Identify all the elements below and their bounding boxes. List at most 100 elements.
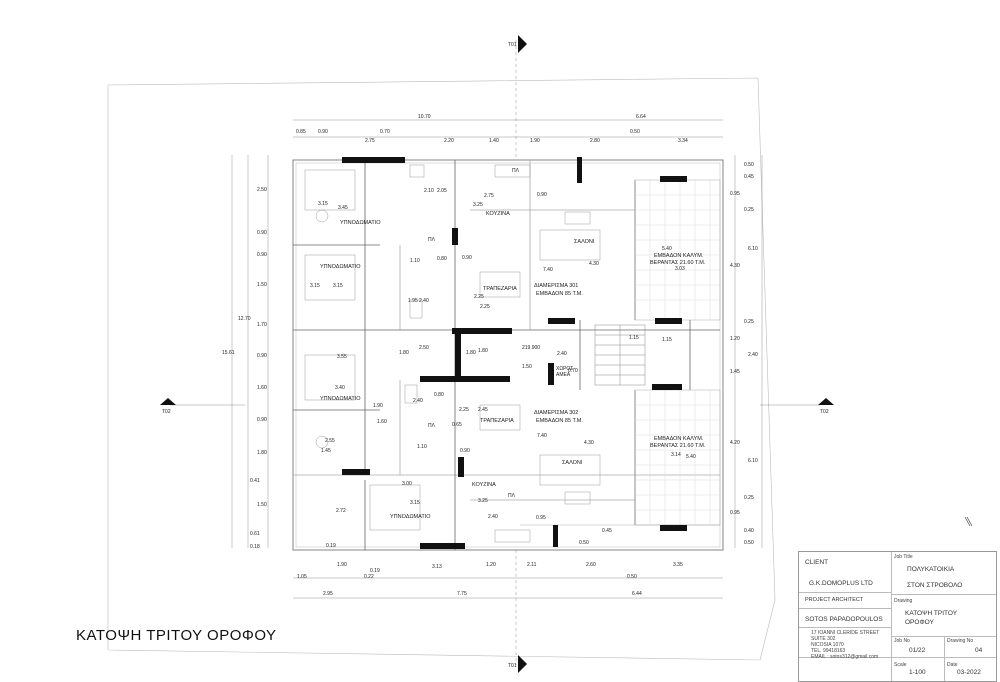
dimension-label: 1.90: [337, 562, 347, 568]
dimension-label: 1.60: [257, 385, 267, 391]
dimension-label: 1.05: [297, 574, 307, 580]
dimension-label: 2.55: [325, 438, 335, 444]
dim-top-total-1: 10.70: [418, 114, 431, 120]
marker-left: T02: [162, 409, 171, 415]
dimension-label: 2.11: [527, 562, 537, 568]
job-title-line-1: ΠΟΛΥΚΑΤΟΙΚΙΑ: [907, 566, 955, 573]
dimension-label: 1.90: [373, 403, 383, 409]
dimension-label: 2.45: [478, 407, 488, 413]
dimension-label: 5.40: [686, 454, 696, 460]
dimension-label: 2.40: [488, 514, 498, 520]
dimension-label: 0.90: [460, 448, 470, 454]
dimension-label: 1.20: [486, 562, 496, 568]
dimension-label: 0.40: [744, 528, 754, 534]
dimension-label: 0.90: [257, 252, 267, 258]
dimension-label: 0.95: [730, 191, 740, 197]
dimension-label: 0.80: [434, 392, 444, 398]
staircase: [594, 324, 646, 386]
room-bedroom-4: ΥΠΝΟΔΩΜΑΤΙΟ: [390, 514, 431, 520]
dimension-label: 0.50: [744, 540, 754, 546]
dimension-label: 2.72: [336, 508, 346, 514]
dimension-label: 0.45: [744, 174, 754, 180]
structural-columns: [342, 157, 687, 549]
dimension-label: 5.40: [662, 246, 672, 252]
dimension-label: 4.20: [730, 440, 740, 446]
dimension-label: 0.90: [462, 255, 472, 261]
dimension-label: 3.03: [675, 266, 685, 272]
furniture: [304, 164, 601, 543]
drawing-name-1: ΚΑΤΟΨΗ ΤΡΙΤΟΥ: [905, 610, 958, 617]
dimension-label: 3.55: [337, 354, 347, 360]
marker-top: T01: [508, 42, 517, 48]
dimension-label: 6.10: [748, 458, 758, 464]
apt-301-area: ΕΜΒΑΔΟΝ 85 Τ.Μ.: [536, 291, 583, 297]
dimension-label: 2.40: [419, 298, 429, 304]
dimension-label: 2.20: [444, 138, 454, 144]
room-bedroom-1: ΥΠΝΟΔΩΜΑΤΙΟ: [340, 220, 381, 226]
dimension-label: 3.15: [410, 500, 420, 506]
dimension-label: 0.25: [744, 495, 754, 501]
dimension-label: 12.70: [238, 316, 251, 322]
dimension-label: 0.50: [744, 162, 754, 168]
dimension-label: 0.25: [744, 319, 754, 325]
dimension-label: 1.50: [522, 364, 532, 370]
drawing-name-2: ΟΡΟΦΟΥ: [905, 619, 934, 626]
dimension-label: 3.40: [335, 385, 345, 391]
dimension-label: 2.60: [586, 562, 596, 568]
dimension-label: 0.95: [536, 515, 546, 521]
dimension-label: 0.80: [437, 256, 447, 262]
dimension-label: 4.30: [589, 261, 599, 267]
dimension-label: 0.61: [250, 531, 260, 537]
veranda-top-tiles: [634, 179, 721, 321]
dimension-label: 7.40: [537, 433, 547, 439]
dimension-label: 1.80: [257, 450, 267, 456]
apt-302-label: ΔΙΑΜΕΡΙΣΜΑ 302: [534, 410, 578, 416]
dimension-label: 1.70: [257, 322, 267, 328]
architect-name: SOTOS PAPADOPOULOS: [805, 616, 883, 623]
drawing-title: ΚΑΤΟΨΗ ΤΡΙΤΟΥ ΟΡΟΦΟΥ: [76, 627, 277, 644]
dimension-label: 1.50: [257, 282, 267, 288]
dimension-label: 1.50: [257, 502, 267, 508]
dimension-label: 2.25: [474, 294, 484, 300]
dimension-label: 1.80: [399, 350, 409, 356]
marker-right: T02: [820, 409, 829, 415]
dimension-label: 4.30: [730, 263, 740, 269]
dim-top-row: 0.85 0.90 2.75 0.70 2.20 1.40 1.90 2.80 …: [296, 129, 688, 144]
dimension-label: 2.75: [365, 138, 375, 144]
corridor-label-2: ΑΜΕΑ: [556, 372, 571, 378]
architect-address: 17 IOANNI CLERIDE STREET SUITE 302 NICOS…: [811, 630, 880, 660]
dimension-label: 6.44: [632, 591, 642, 597]
wc-2: ΠΛ: [428, 237, 436, 243]
dimension-label: 3.15: [310, 283, 320, 289]
dim-top-total-2: 6.64: [636, 114, 646, 120]
dimension-label: 1.10: [410, 258, 420, 264]
dimension-label: 1.45: [730, 369, 740, 375]
dimension-label: 0.18: [250, 544, 260, 550]
job-title-line-2: ΣΤΟΝ ΣΤΡΟΒΟΛΟ: [907, 582, 963, 589]
veranda-bottom-label: ΕΜΒΑΔΟΝ ΚΑΛΥΜ.: [654, 436, 704, 442]
dim-left-outer: 15.61 12.70: [222, 316, 251, 356]
dimension-label: 3.00: [402, 481, 412, 487]
room-dining-2: ΤΡΑΠΕΖΑΡΙΑ: [480, 418, 514, 424]
dim-inner: 3.45 3.15 2.10 2.05 2.75 0.90 3.25 5.40 …: [310, 188, 696, 546]
date-value: 03-2022: [957, 669, 981, 676]
wc-1: ΠΛ: [512, 168, 520, 174]
dimension-label: 2.40: [413, 398, 423, 404]
dimension-label: 7.40: [543, 267, 553, 273]
room-bedroom-2: ΥΠΝΟΔΩΜΑΤΙΟ: [320, 264, 361, 270]
corridor-label: ΧΩΡΟΣ: [556, 366, 573, 372]
section-markers: [160, 35, 834, 673]
dimension-label: 0.45: [602, 528, 612, 534]
dimension-label: 2.25: [480, 304, 490, 310]
scale-label: Scale: [894, 662, 907, 668]
dim-bottom-total: 2.95 7.75 6.44: [323, 591, 642, 597]
dimension-label: 1.40: [489, 138, 499, 144]
room-bedroom-3: ΥΠΝΟΔΩΜΑΤΙΟ: [320, 396, 361, 402]
date-label: Date: [947, 662, 958, 668]
dimension-label: 2.25: [459, 407, 469, 413]
dimension-label: 2.95: [323, 591, 333, 597]
dimension-label: 0.41: [250, 478, 260, 484]
dimension-label: 2.80: [590, 138, 600, 144]
dimension-label: 1.90: [530, 138, 540, 144]
